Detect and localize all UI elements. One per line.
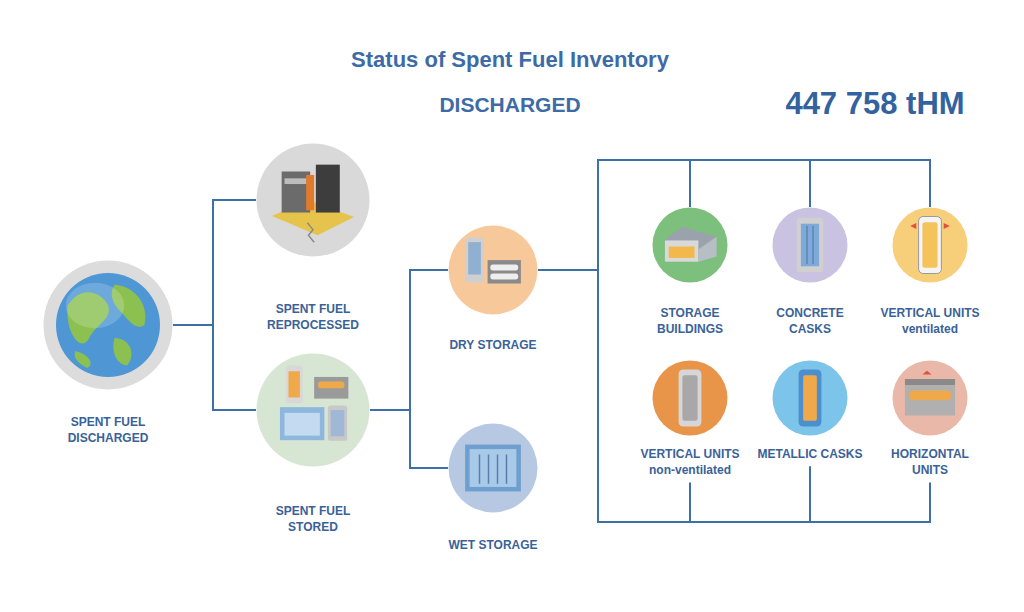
connector-line — [538, 160, 930, 270]
circle-ground — [653, 361, 728, 436]
icon-circle — [652, 360, 728, 436]
node-label: SPENT FUEL STORED — [253, 503, 373, 535]
icon-circle — [892, 207, 968, 283]
connector-line — [370, 270, 448, 410]
circle-ground — [257, 144, 370, 257]
total-figure: 447 758 tHM — [730, 86, 1020, 122]
category-node: HORIZONTAL UNITS — [877, 360, 983, 478]
icon-circle — [448, 225, 538, 315]
icon-circle — [256, 143, 370, 257]
icon-drawing — [799, 370, 822, 427]
circle-ground — [893, 208, 968, 283]
icon-drawing — [272, 165, 354, 243]
circle-ground — [653, 208, 728, 283]
node-label: WET STORAGE — [443, 537, 543, 553]
subtitle: DISCHARGED — [330, 93, 690, 117]
connector-line — [173, 200, 256, 325]
circle-ground — [773, 361, 848, 436]
icon-circle — [43, 260, 173, 390]
category-node: METALLIC CASKS — [757, 360, 863, 462]
circle-ground — [773, 208, 848, 283]
node-label: STORAGE BUILDINGS — [637, 305, 743, 337]
node-label: SPENT FUEL DISCHARGED — [43, 414, 173, 446]
icon-drawing — [663, 227, 716, 262]
node-label: CONCRETE CASKS — [757, 305, 863, 337]
icon-drawing — [905, 371, 955, 416]
node-label: SPENT FUEL REPROCESSED — [253, 301, 373, 333]
category-node: DRY STORAGE — [443, 225, 543, 353]
icon-circle — [772, 360, 848, 436]
category-node: STORAGE BUILDINGS — [637, 207, 743, 337]
diagram-title: Status of Spent Fuel Inventory — [310, 47, 710, 73]
icon-circle — [652, 207, 728, 283]
icon-circle — [772, 207, 848, 283]
icon-drawing — [465, 445, 521, 492]
node-label: DRY STORAGE — [443, 337, 543, 353]
connector-line — [538, 270, 930, 522]
connector-line — [538, 270, 810, 522]
connector-line — [173, 325, 256, 410]
node-label: VERTICAL UNITS ventilated — [877, 305, 983, 337]
icon-circle — [256, 353, 370, 467]
icon-drawing — [56, 273, 160, 377]
node-label: VERTICAL UNITS non-ventilated — [637, 446, 743, 478]
category-node: CONCRETE CASKS — [757, 207, 863, 337]
node-label: METALLIC CASKS — [757, 446, 863, 462]
category-node: WET STORAGE — [443, 423, 543, 553]
circle-ground — [449, 424, 538, 513]
category-node: VERTICAL UNITS non-ventilated — [637, 360, 743, 478]
node-label: HORIZONTAL UNITS — [877, 446, 983, 478]
icon-drawing — [910, 217, 950, 274]
connector-line — [370, 410, 448, 468]
circle-ground — [449, 226, 538, 315]
icon-drawing — [679, 370, 702, 427]
icon-circle — [892, 360, 968, 436]
category-node: SPENT FUEL REPROCESSED — [253, 143, 373, 333]
category-node: SPENT FUEL STORED — [253, 353, 373, 535]
circle-ground — [257, 354, 370, 467]
category-node: VERTICAL UNITS ventilated — [877, 207, 983, 337]
category-node: SPENT FUEL DISCHARGED — [43, 260, 173, 446]
circle-ground — [44, 261, 173, 390]
icon-drawing — [797, 218, 824, 273]
icon-drawing — [280, 366, 348, 441]
icon-drawing — [465, 238, 521, 284]
icon-circle — [448, 423, 538, 513]
circle-ground — [893, 361, 968, 436]
